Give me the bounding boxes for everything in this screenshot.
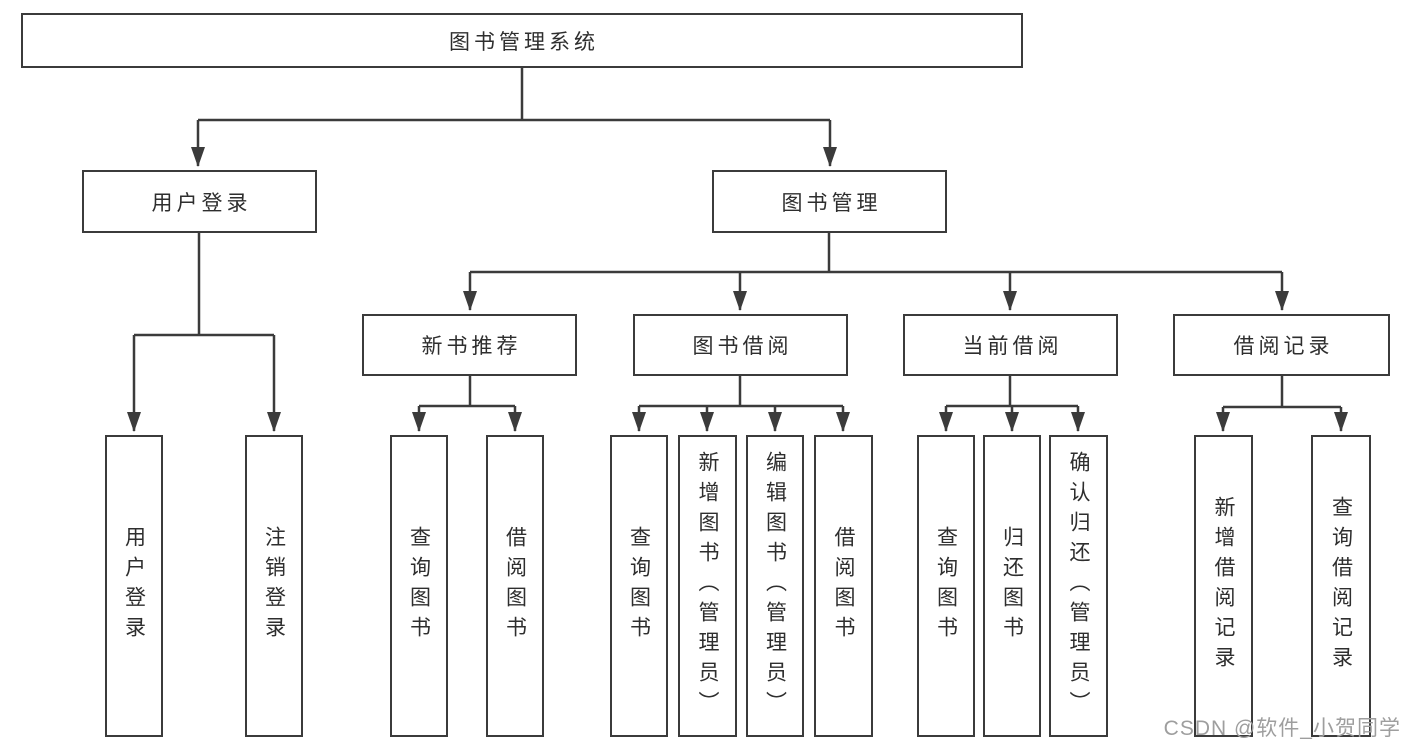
- leaf-query-books-current-label: 查询图书: [934, 526, 958, 646]
- csdn-watermark: CSDN @软件_小贺同学: [1163, 717, 1401, 740]
- node-root-label: 图书管理系统: [449, 30, 599, 54]
- connector-newbookrec-to-leaves: [412, 376, 522, 432]
- leaf-confirm-return-admin: 确认归还（管理员）: [1049, 435, 1108, 737]
- leaf-edit-book-admin-label: 编辑图书（管理员）: [763, 451, 787, 721]
- leaf-logout: 注销登录: [245, 435, 303, 737]
- leaf-confirm-return-admin-label: 确认归还（管理员）: [1067, 451, 1090, 721]
- connector-root-to-level2: [191, 68, 837, 167]
- node-root-system: 图书管理系统: [21, 13, 1023, 68]
- leaf-borrow-books-borrowing-label: 借阅图书: [832, 526, 855, 646]
- connector-borrowrecords-to-leaves: [1216, 376, 1348, 432]
- connector-bookborrow-to-leaves: [632, 376, 850, 432]
- node-new-book-recommendation: 新书推荐: [362, 314, 577, 376]
- node-current-borrowing: 当前借阅: [903, 314, 1118, 376]
- leaf-add-book-admin-label: 新增图书（管理员）: [696, 451, 719, 721]
- node-book-borrowing: 图书借阅: [633, 314, 848, 376]
- leaf-user-login: 用户登录: [105, 435, 163, 737]
- leaf-borrow-books-recommend: 借阅图书: [486, 435, 544, 737]
- leaf-borrow-books-recommend-label: 借阅图书: [503, 526, 527, 646]
- leaf-add-borrow-record-label: 新增借阅记录: [1212, 496, 1235, 676]
- node-borrowing-records: 借阅记录: [1173, 314, 1390, 376]
- node-current-borrowing-label: 当前借阅: [962, 335, 1063, 358]
- node-book-management-label: 图书管理: [781, 191, 882, 215]
- node-user-login-label: 用户登录: [151, 191, 252, 215]
- node-borrowing-records-label: 借阅记录: [1233, 335, 1334, 358]
- leaf-return-books-label: 归还图书: [1000, 526, 1024, 646]
- node-book-management: 图书管理: [712, 170, 947, 233]
- leaf-user-login-label: 用户登录: [122, 526, 146, 646]
- node-user-login: 用户登录: [82, 170, 317, 233]
- leaf-borrow-books-borrowing: 借阅图书: [814, 435, 873, 737]
- connector-userlogin-to-leaves: [127, 233, 281, 432]
- leaf-query-books-recommend-label: 查询图书: [407, 526, 431, 646]
- leaf-logout-label: 注销登录: [262, 526, 286, 646]
- connector-currentborrow-to-leaves: [939, 376, 1085, 432]
- leaf-query-borrow-record-label: 查询借阅记录: [1329, 496, 1353, 676]
- leaf-edit-book-admin: 编辑图书（管理员）: [746, 435, 804, 737]
- leaf-add-book-admin: 新增图书（管理员）: [678, 435, 737, 737]
- connector-bookmgmt-to-level3: [463, 233, 1289, 311]
- leaf-return-books: 归还图书: [983, 435, 1041, 737]
- leaf-query-books-borrowing: 查询图书: [610, 435, 668, 737]
- leaf-query-books-borrowing-label: 查询图书: [627, 526, 651, 646]
- leaf-query-books-current: 查询图书: [917, 435, 975, 737]
- node-book-borrowing-label: 图书借阅: [692, 335, 793, 358]
- leaf-query-borrow-record: 查询借阅记录: [1311, 435, 1371, 737]
- node-new-book-recommendation-label: 新书推荐: [421, 335, 522, 358]
- leaf-add-borrow-record: 新增借阅记录: [1194, 435, 1253, 737]
- leaf-query-books-recommend: 查询图书: [390, 435, 448, 737]
